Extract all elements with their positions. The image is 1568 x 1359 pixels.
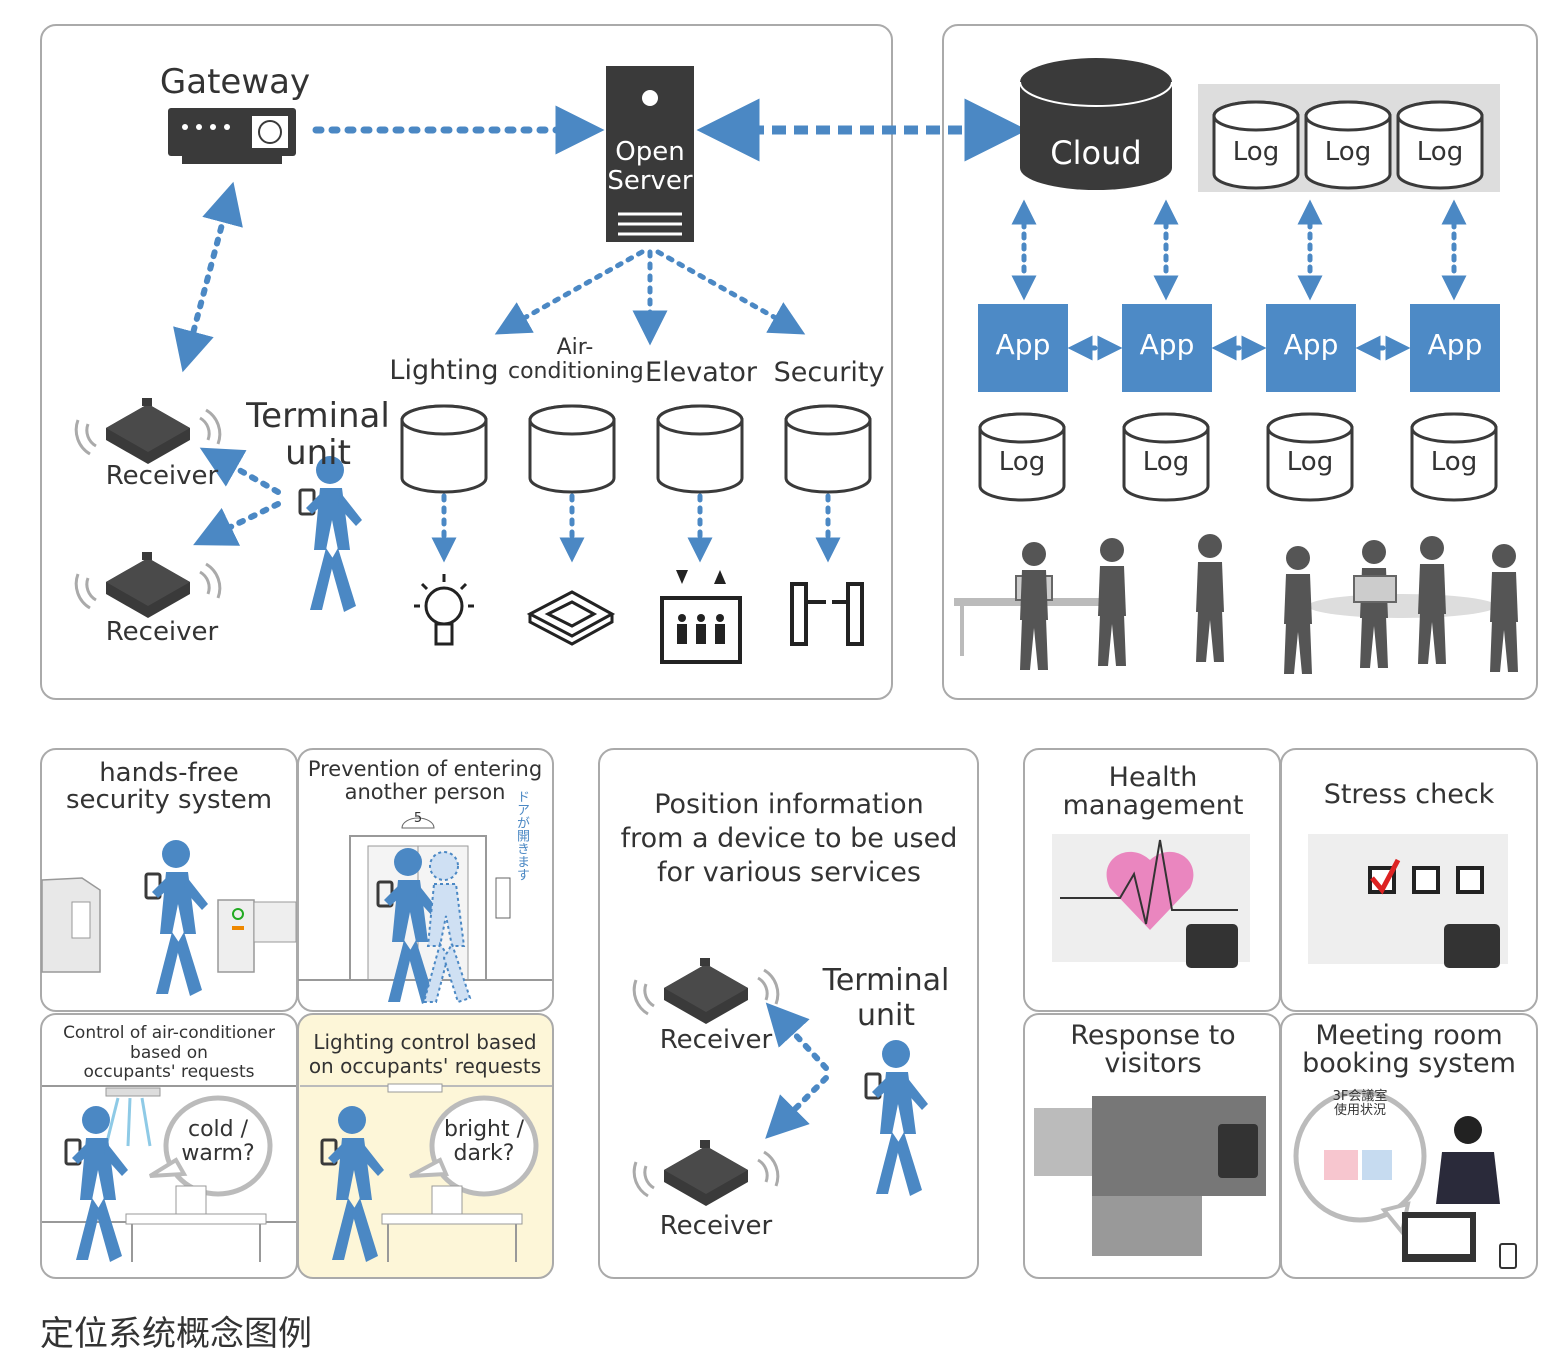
receiver-icon [632,1138,780,1208]
system-aircon-label: Air- conditioning [508,335,644,385]
app-log-label: Log [1142,447,1190,477]
receiver-label: Receiver [105,461,219,491]
app-label: App [1283,328,1339,361]
gateway-label: Gateway [159,62,311,102]
stress-photo [1308,834,1508,968]
room-status-note: 3F会議室 使用状況 [1332,1089,1388,1119]
service-health-title: Health management [1062,762,1244,822]
visitors-photo [1034,1096,1266,1256]
service-stress-title: Stress check [1323,779,1495,810]
office-scene-icon [954,534,1518,674]
elevator-scene [298,817,552,1006]
center-receiver-label: Receiver [659,1211,773,1241]
app-label: App [1139,328,1195,361]
cloud-log-label: Log [1416,137,1464,167]
system-elevator-label: Elevator [645,357,757,388]
system-security-label: Security [773,357,885,388]
door-note: ドアが開きます [514,790,529,881]
center-title: Position information from a device to be… [620,789,958,888]
receiver-icon [632,956,780,1026]
system-lighting-label: Lighting [389,355,499,386]
terminal-user-icon [298,454,364,614]
open-server-label: Open Server [607,137,693,196]
security-scene-title: hands-free security system [65,758,273,816]
app-log-label: Log [1286,447,1334,477]
booking-scene [1293,1089,1517,1269]
floor-number: 5 [413,811,423,826]
security-gate-icon [790,582,864,646]
app-label: App [1427,328,1483,361]
air-conditioner-icon [526,590,616,646]
lightbulb-icon [414,574,474,646]
center-terminal-label: Terminal unit [822,963,950,1033]
security-gate-scene [41,838,297,998]
app-log-label: Log [998,447,1046,477]
elevator-icon [660,570,742,664]
receiver-icon [74,396,222,466]
app-log-label: Log [1430,447,1478,477]
terminal-label: Terminal unit [246,396,390,474]
app-label: App [995,328,1051,361]
figure-caption: 定位系统概念图例 [40,1314,312,1354]
entering-scene-title: Prevention of entering another person [307,757,543,805]
cloud-label: Cloud [1050,134,1142,172]
cloud-database [1019,58,1173,190]
service-booking-title: Meeting room booking system [1302,1020,1516,1080]
lighting-bubble-text: bright / dark? [443,1117,525,1167]
health-photo [1052,834,1250,968]
aircon-scene-title: Control of air-conditioner based on occu… [63,1023,275,1083]
lighting-scene [300,1083,552,1264]
app-boxes [978,304,1500,392]
aircon-scene [42,1085,296,1264]
cloud-log-label: Log [1232,137,1280,167]
service-visitors-title: Response to visitors [1070,1020,1236,1080]
center-receiver-label: Receiver [659,1025,773,1055]
cloud-log-label: Log [1324,137,1372,167]
terminal-user-icon [864,1038,930,1198]
receiver-icon [74,550,222,620]
receiver-label: Receiver [105,617,219,647]
lighting-scene-title: Lighting control based on occupants' req… [308,1030,542,1078]
aircon-bubble-text: cold / warm? [181,1117,255,1167]
